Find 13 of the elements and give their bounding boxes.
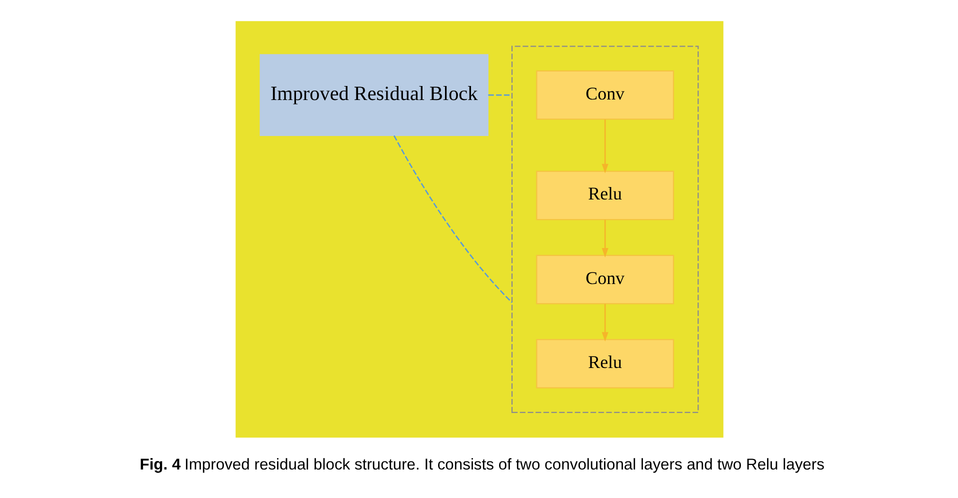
node-box: Conv: [536, 254, 674, 304]
arrow: [601, 220, 608, 258]
connector: [488, 94, 512, 96]
node-box: Improved Residual Block: [259, 54, 488, 136]
node-box: Relu: [536, 338, 674, 388]
arrow: [601, 119, 608, 174]
node-box: Relu: [536, 170, 674, 220]
arrow: [601, 304, 608, 342]
cluster: [235, 21, 723, 438]
cluster: [510, 46, 698, 413]
node-box: Conv: [536, 70, 674, 120]
caption: Fig. 4 Improved residual block structure. It consists of two convolutional layers and two Relu layers: [139, 456, 824, 474]
connector: [392, 135, 512, 304]
